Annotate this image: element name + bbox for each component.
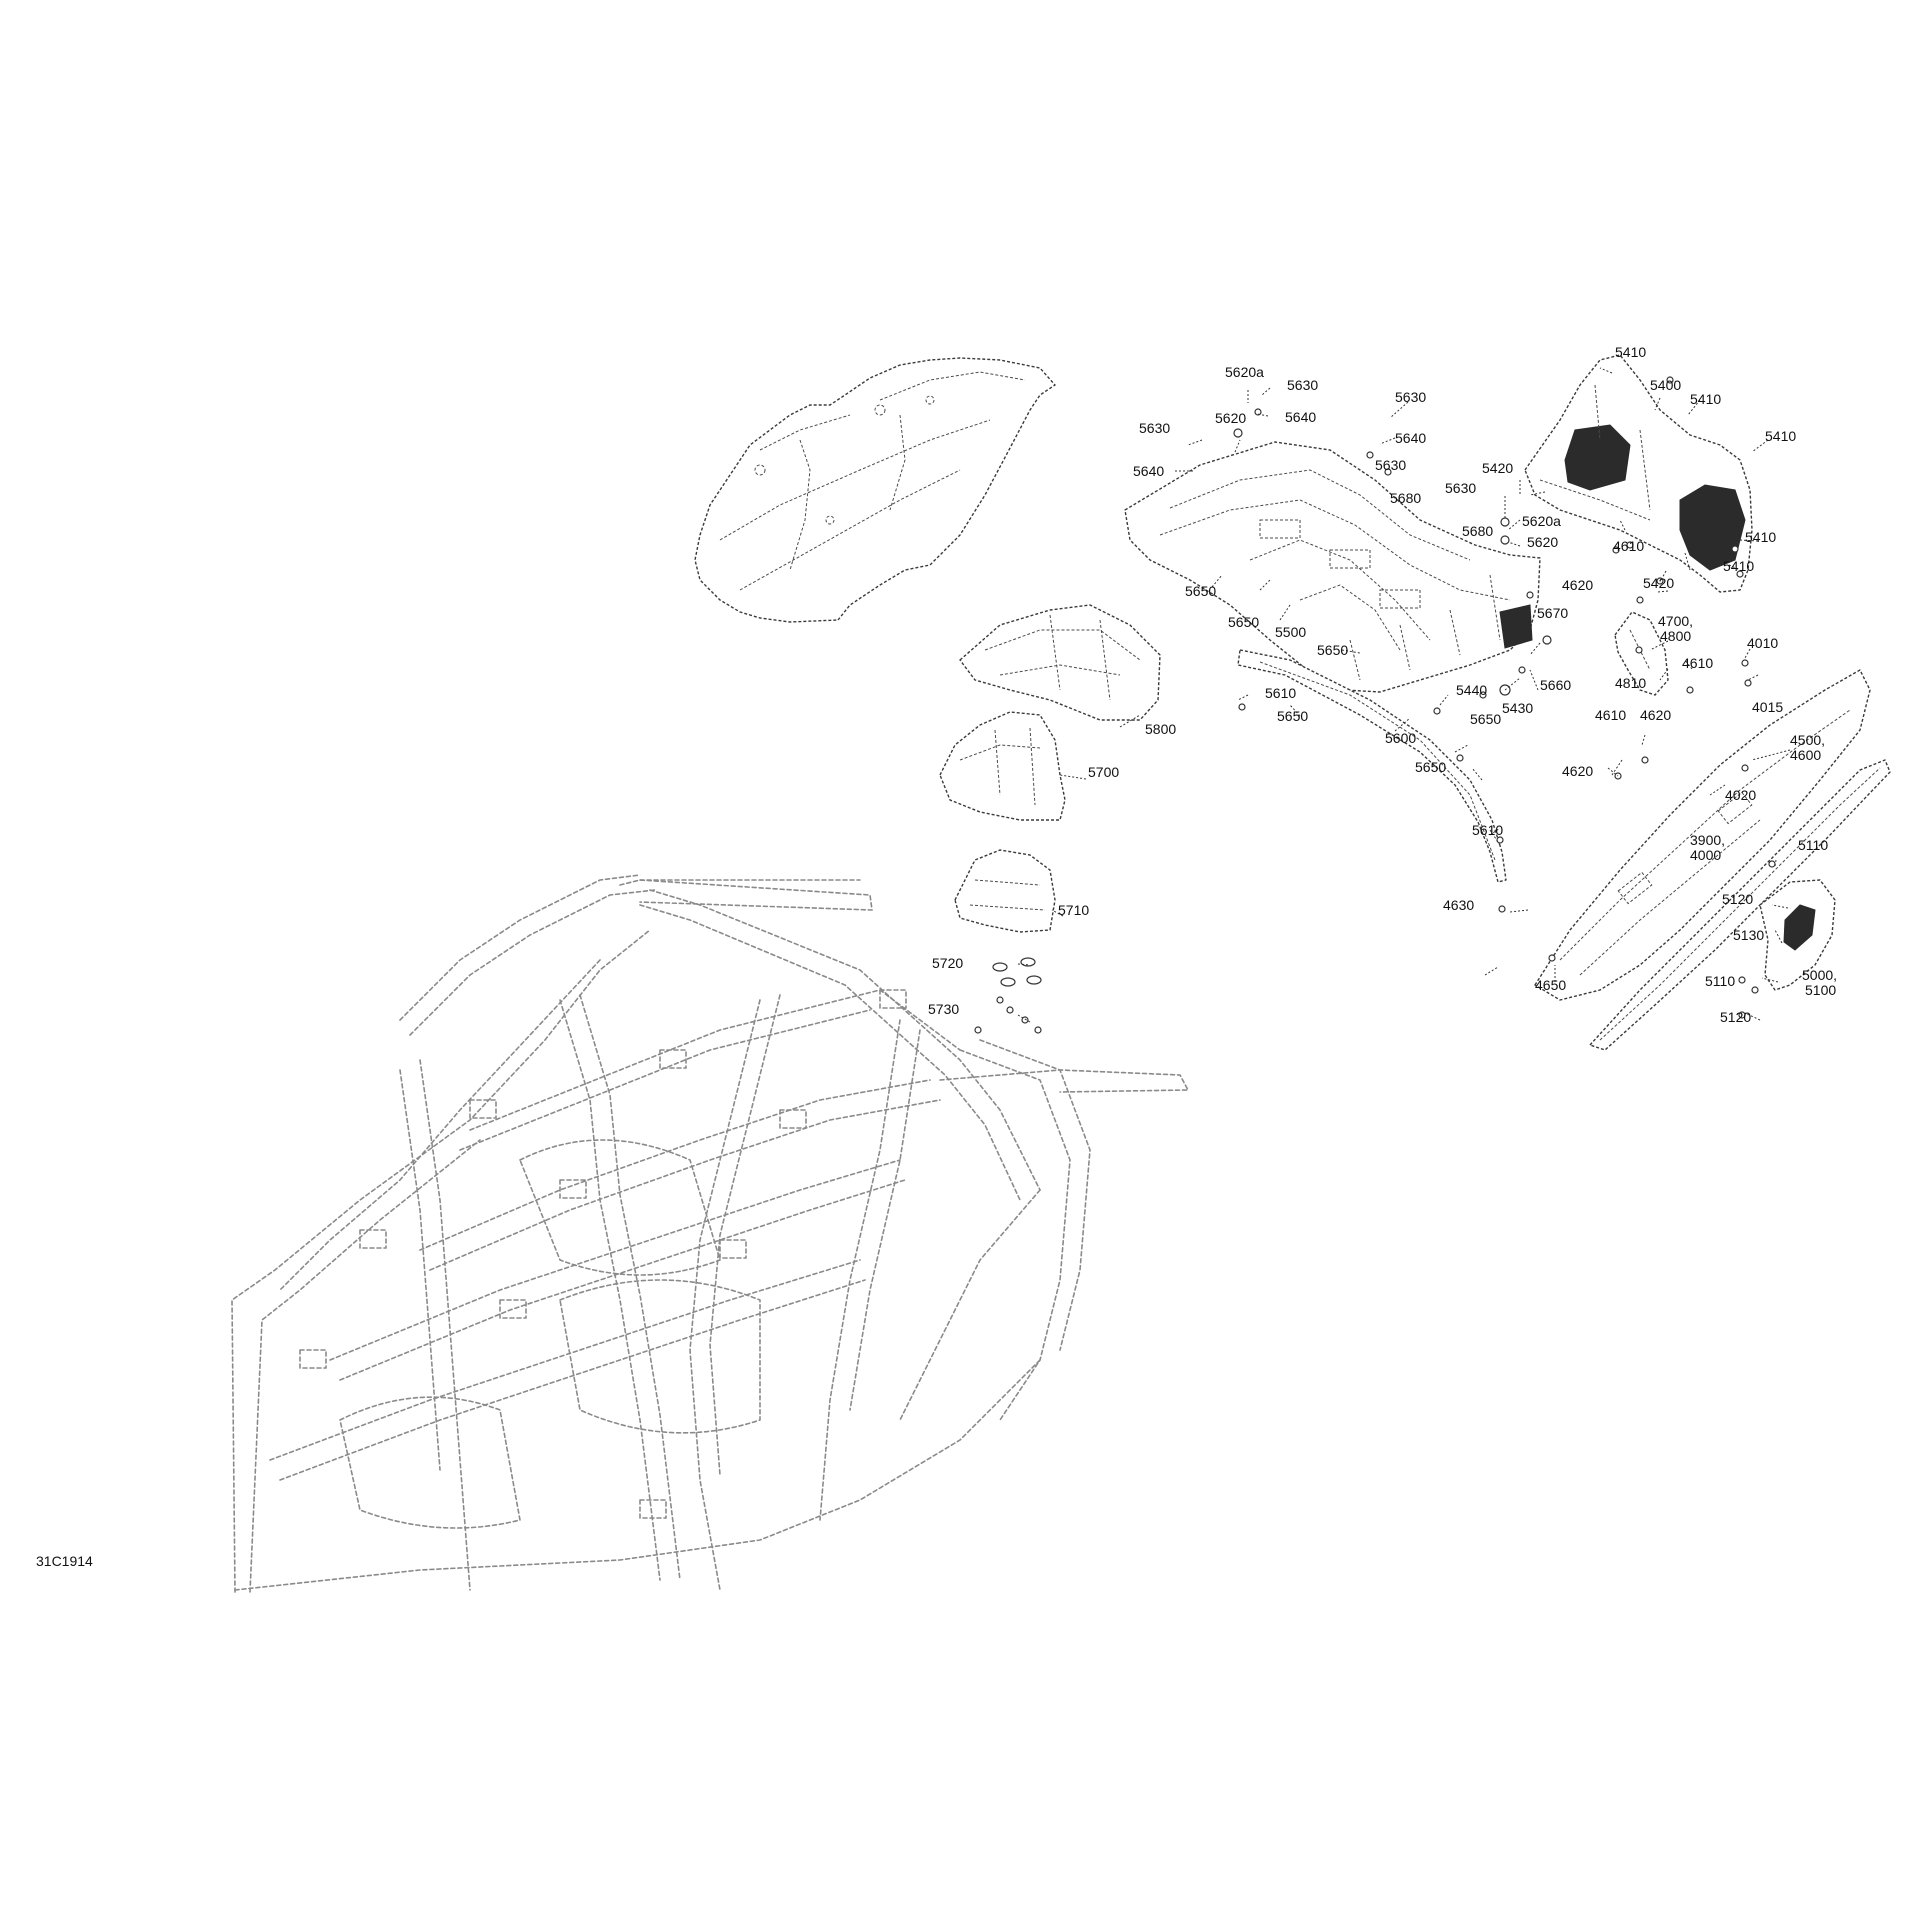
callout-5630: 5630 xyxy=(1139,420,1170,436)
callout-5660: 5660 xyxy=(1540,677,1571,693)
callout-leaders xyxy=(1017,367,1791,1023)
callout-5100: 5100 xyxy=(1805,982,1836,998)
callout-5420: 5420 xyxy=(1643,575,1674,591)
callout-5500: 5500 xyxy=(1275,624,1306,640)
support-bar-5600 xyxy=(1237,649,1507,883)
console-5700 xyxy=(939,711,1066,821)
callout-5120: 5120 xyxy=(1722,891,1753,907)
callout-4610: 4610 xyxy=(1682,655,1713,671)
callout-5410: 5410 xyxy=(1615,344,1646,360)
callout-5410: 5410 xyxy=(1723,558,1754,574)
callout-5620: 5620 xyxy=(1527,534,1558,550)
callout-5650: 5650 xyxy=(1185,583,1216,599)
callout-4800: 4800 xyxy=(1660,628,1691,644)
callout-5650: 5650 xyxy=(1228,614,1259,630)
callout-5130: 5130 xyxy=(1733,927,1764,943)
callout-5710: 5710 xyxy=(1058,902,1089,918)
rear-fender-left xyxy=(694,357,1056,623)
callout-4020: 4020 xyxy=(1725,787,1756,803)
fastener-group-5720-5730 xyxy=(974,957,1042,1034)
callout-5420: 5420 xyxy=(1482,460,1513,476)
callout-4610: 4610 xyxy=(1595,707,1626,723)
callout-4600: 4600 xyxy=(1790,747,1821,763)
callout-4010: 4010 xyxy=(1747,635,1778,651)
plate-5710 xyxy=(954,849,1056,933)
callout-5410: 5410 xyxy=(1690,391,1721,407)
callout-5630: 5630 xyxy=(1375,457,1406,473)
callout-5680: 5680 xyxy=(1390,490,1421,506)
callout-5730: 5730 xyxy=(928,1001,959,1017)
callout-4500: 4500, xyxy=(1790,732,1825,748)
callout-5670: 5670 xyxy=(1537,605,1568,621)
corner-trim-5000 xyxy=(1759,879,1836,991)
callout-5120: 5120 xyxy=(1720,1009,1751,1025)
callout-5800: 5800 xyxy=(1145,721,1176,737)
callout-5620a: 5620a xyxy=(1522,513,1561,529)
callout-5410: 5410 xyxy=(1745,529,1776,545)
callout-5440: 5440 xyxy=(1456,682,1487,698)
callout-4620: 4620 xyxy=(1562,577,1593,593)
callout-4700: 4700, xyxy=(1658,613,1693,629)
vehicle-frame xyxy=(231,874,1189,1593)
callout-4620: 4620 xyxy=(1640,707,1671,723)
callout-5610: 5610 xyxy=(1265,685,1296,701)
callout-5680: 5680 xyxy=(1462,523,1493,539)
hardware-markers xyxy=(1233,376,1776,1019)
callout-4630: 4630 xyxy=(1443,897,1474,913)
callout-5630: 5630 xyxy=(1287,377,1318,393)
trim-strip-3900 xyxy=(1589,759,1891,1051)
callout-5650: 5650 xyxy=(1317,642,1348,658)
figure-id: 31C1914 xyxy=(36,1553,93,1569)
callout-5650: 5650 xyxy=(1470,711,1501,727)
storage-tray-5800 xyxy=(959,604,1161,721)
callout-4015: 4015 xyxy=(1752,699,1783,715)
callout-5400: 5400 xyxy=(1650,377,1681,393)
callout-5630: 5630 xyxy=(1445,480,1476,496)
callout-5640: 5640 xyxy=(1395,430,1426,446)
callout-4650: 4650 xyxy=(1535,977,1566,993)
callout-5640: 5640 xyxy=(1285,409,1316,425)
callout-5650: 5650 xyxy=(1415,759,1446,775)
callout-5620a: 5620a xyxy=(1225,364,1264,380)
callout-5720: 5720 xyxy=(932,955,963,971)
cargo-box-5500 xyxy=(1124,441,1541,693)
callout-5410: 5410 xyxy=(1765,428,1796,444)
callout-5610: 5610 xyxy=(1472,822,1503,838)
callout-3900: 3900, xyxy=(1690,832,1725,848)
callout-5110: 5110 xyxy=(1705,973,1735,989)
callout-4000: 4000 xyxy=(1690,847,1721,863)
callout-5650: 5650 xyxy=(1277,708,1308,724)
callout-4610: 4610 xyxy=(1613,538,1644,554)
callout-5620: 5620 xyxy=(1215,410,1246,426)
callout-4810: 4810 xyxy=(1615,675,1646,691)
callout-5700: 5700 xyxy=(1088,764,1119,780)
rear-fender-right xyxy=(1524,354,1753,593)
callout-5430: 5430 xyxy=(1502,700,1533,716)
callout-5630: 5630 xyxy=(1395,389,1426,405)
callout-4620: 4620 xyxy=(1562,763,1593,779)
callout-labels: 5620a 5630 5640 5620 5630 5640 5630 5640… xyxy=(928,344,1837,1025)
side-panel-4500 xyxy=(1534,669,1871,1001)
callout-5600: 5600 xyxy=(1385,730,1416,746)
callout-5110: 5110 xyxy=(1798,837,1828,853)
callout-5640: 5640 xyxy=(1133,463,1164,479)
callout-5000: 5000, xyxy=(1802,967,1837,983)
